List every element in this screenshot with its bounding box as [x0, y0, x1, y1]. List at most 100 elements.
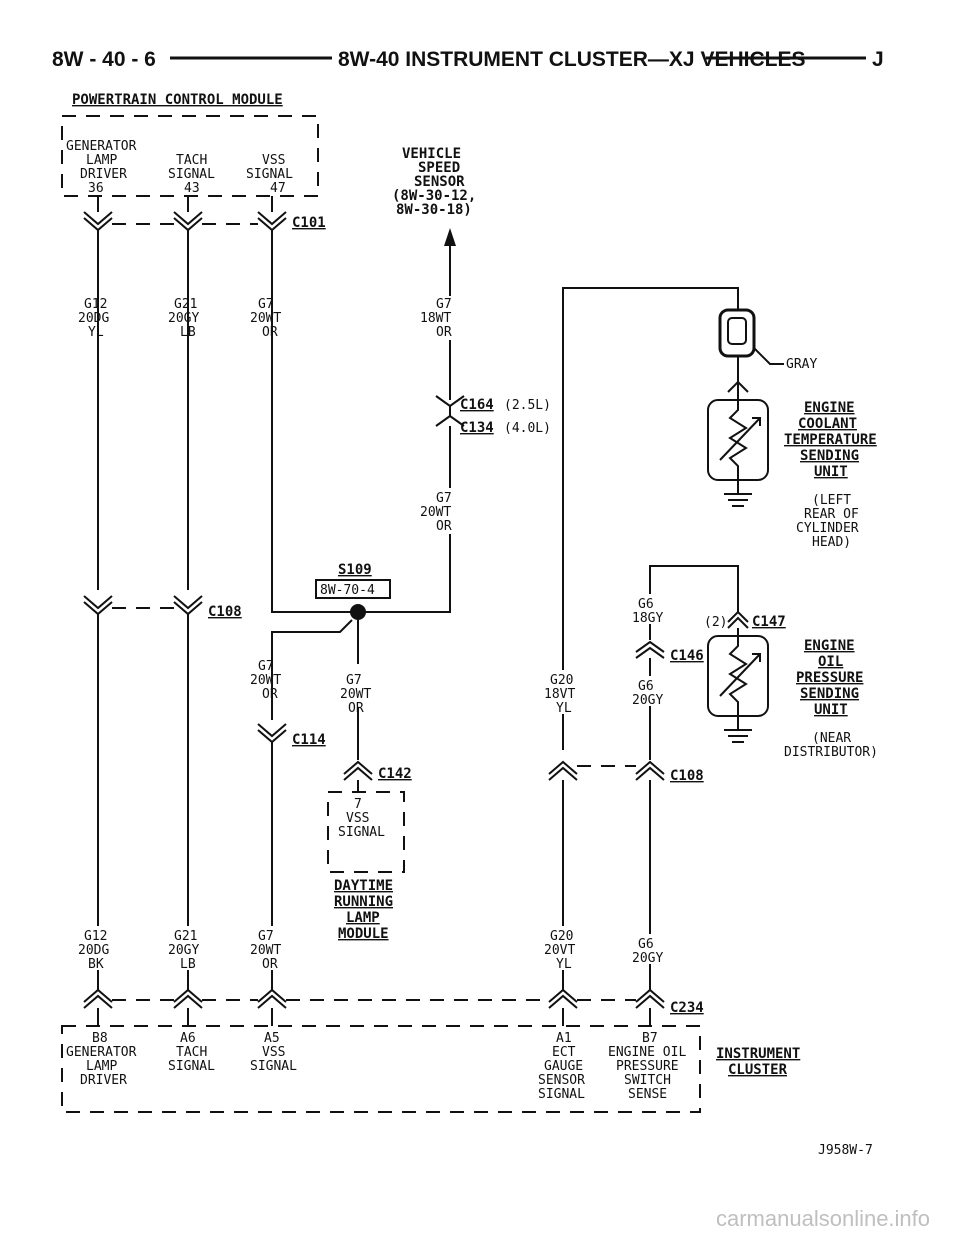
oil-note: (NEAR — [812, 731, 851, 746]
vss-label: 8W-30-18) — [396, 202, 472, 218]
circuit-id: G6 — [638, 679, 654, 694]
label-mask — [346, 664, 374, 708]
cluster-pin-label: LAMP — [86, 1059, 117, 1074]
ground-icon — [724, 480, 752, 507]
wire-label-g7-left-b: G7 20WT OR — [340, 664, 374, 716]
connector-c108-right: C108 — [548, 760, 704, 784]
cluster-pin-label: DRIVER — [80, 1073, 127, 1088]
wire-color: OR — [262, 957, 278, 972]
c164-label: C164 — [460, 397, 494, 413]
connector-c142: C142 — [343, 760, 412, 792]
drl-pin-label: VSS — [346, 811, 369, 826]
c108-right-label: C108 — [670, 768, 704, 784]
page-letter: J — [872, 48, 884, 71]
vss-label: (8W-30-12, — [392, 188, 476, 204]
cluster-pin-number: B7 — [642, 1031, 658, 1046]
circuit-id: G6 — [638, 937, 654, 952]
oil-title: OIL — [818, 654, 843, 670]
cluster-pin-label: GENERATOR — [66, 1045, 137, 1060]
coolant-title: COOLANT — [798, 416, 857, 432]
cluster-pin-label: SENSOR — [538, 1073, 585, 1088]
oil-title: PRESSURE — [796, 670, 863, 686]
pcm-pin-label: TACH — [176, 153, 207, 168]
circuit-id: G6 — [638, 597, 654, 612]
wire-gauge: 20WT — [420, 505, 451, 520]
wire-label-g6-top: G6 18GY — [632, 594, 670, 626]
cluster-pin-a1: A1 ECT GAUGE SENSOR SIGNAL — [538, 1031, 585, 1102]
pcm-pin-vss: VSS SIGNAL 47 — [246, 153, 293, 196]
coolant-title: TEMPERATURE — [784, 432, 877, 448]
connector-c234: C234 — [83, 988, 704, 1026]
vehicle-speed-sensor: VEHICLE SPEED SENSOR (8W-30-12, 8W-30-18… — [392, 146, 476, 246]
wire-gauge: 20VT — [544, 943, 575, 958]
wire-color: BK — [88, 957, 104, 972]
label-mask — [630, 676, 670, 706]
cluster-pin-label: ECT — [552, 1045, 576, 1060]
connector-c164-c134: C164 (2.5L) C134 (4.0L) — [435, 395, 551, 436]
gray-connector: GRAY — [718, 308, 817, 372]
pcm-pin-tach: TACH SIGNAL 43 — [168, 153, 215, 196]
page-title: 8W-40 INSTRUMENT CLUSTER—XJ VEHICLES — [338, 48, 805, 71]
gray-connector-pin-icon — [727, 317, 747, 345]
oil-note: DISTRIBUTOR) — [784, 745, 878, 760]
wire-color: OR — [348, 701, 364, 716]
wire-label-g6-bottom: G6 20GY — [630, 934, 672, 966]
wire-color: OR — [436, 325, 452, 340]
vss-label: SENSOR — [414, 174, 465, 190]
oil-title: SENDING — [800, 686, 859, 702]
pcm-pin-number: 36 — [88, 181, 104, 196]
cluster-title-line: INSTRUMENT — [716, 1046, 800, 1062]
circuit-id: G20 — [550, 673, 573, 688]
coolant-title: UNIT — [814, 464, 848, 480]
cluster-pin-label: ENGINE OIL — [608, 1045, 686, 1060]
pcm-pin-label: LAMP — [86, 153, 117, 168]
circuit-id: G21 — [174, 297, 197, 312]
wire-color: LB — [180, 325, 196, 340]
coolant-note: (LEFT — [812, 493, 851, 508]
wire-gauge: 18GY — [632, 611, 663, 626]
wire-label-g20-bottom: G20 20VT YL — [542, 926, 586, 972]
pcm-pin-label: DRIVER — [80, 167, 127, 182]
c134-note: (4.0L) — [504, 421, 551, 436]
coolant-terminal-icon — [727, 380, 749, 393]
label-mask — [542, 926, 586, 970]
drl-title: DAYTIME — [334, 878, 393, 894]
wire-label-g6-mid: G6 20GY — [630, 676, 670, 708]
wire-color: YL — [556, 957, 572, 972]
coolant-sensor-symbol — [707, 399, 769, 507]
label-mask — [418, 488, 464, 534]
oil-title: ENGINE — [804, 638, 855, 654]
wire-color: OR — [262, 325, 278, 340]
wire-label-g12-bottom: G12 20DG BK — [76, 926, 122, 972]
wire-gauge: 20GY — [168, 943, 199, 958]
s109-ref: 8W-70-4 — [320, 583, 375, 598]
gray-connector-icon — [718, 308, 756, 358]
coolant-title: SENDING — [800, 448, 859, 464]
cluster-title: INSTRUMENT CLUSTER — [716, 1046, 800, 1078]
circuit-id: G21 — [174, 929, 197, 944]
cluster-pin-label: PRESSURE — [616, 1059, 679, 1074]
wire-label-g12-top: G12 20DG YL — [78, 297, 109, 340]
cluster-pin-label: SIGNAL — [538, 1087, 585, 1102]
circuit-id: G20 — [550, 929, 573, 944]
wire-color: OR — [436, 519, 452, 534]
connector-c146: C146 — [635, 640, 704, 664]
wire-g20-upper — [562, 287, 739, 750]
ground-icon — [724, 716, 752, 743]
cluster-box — [61, 1025, 701, 1113]
c164-note: (2.5L) — [504, 398, 551, 413]
cluster-pin-a6: A6 TACH SIGNAL — [168, 1031, 215, 1074]
connector-c147: (2) C147 — [704, 610, 786, 630]
connector-c108-left: C108 — [83, 595, 242, 620]
vss-label: VEHICLE — [402, 146, 461, 162]
c147-label: C147 — [752, 614, 786, 630]
cluster-pin-label: SENSE — [628, 1087, 667, 1102]
circuit-id: G7 — [258, 929, 274, 944]
wire-gauge: 20WT — [250, 673, 281, 688]
s109-label: S109 — [338, 562, 372, 578]
wire-gauge: 18WT — [420, 311, 451, 326]
splice-dot-icon — [350, 604, 366, 620]
circuit-id: G7 — [258, 297, 274, 312]
cluster-pin-label: SIGNAL — [168, 1059, 215, 1074]
